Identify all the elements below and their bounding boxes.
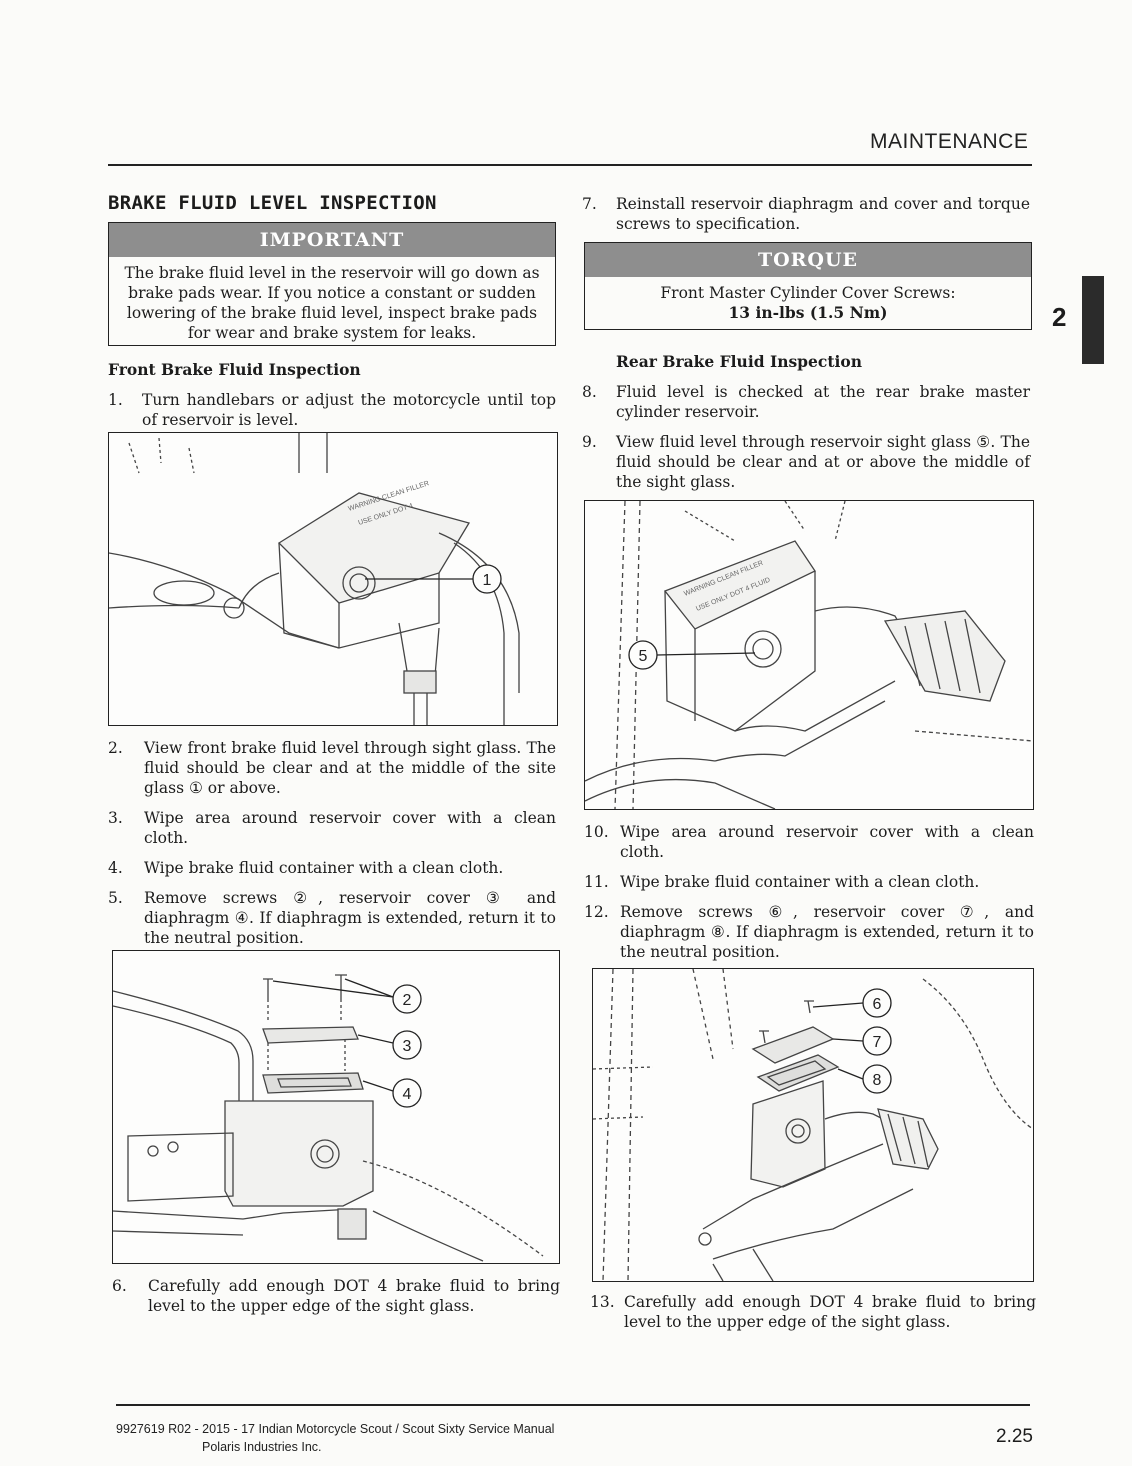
step-number: 6. <box>112 1277 127 1295</box>
step-number: 1. <box>108 391 123 409</box>
section-header: MAINTENANCE <box>870 130 1029 153</box>
step-number: 13. <box>590 1293 615 1311</box>
footer-publisher: Polaris Industries Inc. <box>202 1440 322 1454</box>
torque-label: TORQUE <box>757 249 859 271</box>
step-number: 11. <box>584 873 609 891</box>
section-title: BRAKE FLUID LEVEL INSPECTION <box>108 192 437 214</box>
right-steps-d: 13. Carefully add enough DOT 4 brake flu… <box>590 1292 1036 1332</box>
callout-1: 1 <box>483 572 492 589</box>
step-number: 3. <box>108 809 123 827</box>
torque-body: Front Master Cylinder Cover Screws: 13 i… <box>585 277 1031 329</box>
step-number: 10. <box>584 823 609 841</box>
step-text: View front brake fluid level through sig… <box>144 739 556 797</box>
step-text: Remove screws ②, reservoir cover ③ and d… <box>144 889 556 947</box>
step-number: 7. <box>582 195 597 213</box>
torque-spec-value: 13 in-lbs (1.5 Nm) <box>728 303 888 322</box>
left-steps-b: 2. View front brake fluid level through … <box>108 738 556 948</box>
right-steps-a: 7. Reinstall reservoir diaphragm and cov… <box>582 194 1030 234</box>
step-5: 5. Remove screws ②, reservoir cover ③ an… <box>108 888 556 948</box>
step-text: Wipe brake fluid container with a clean … <box>620 873 980 891</box>
step-11: 11. Wipe brake fluid container with a cl… <box>584 872 1034 892</box>
callout-4: 4 <box>403 1086 412 1103</box>
callout-5: 5 <box>639 648 648 665</box>
callout-2: 2 <box>403 992 412 1009</box>
chapter-tab-number: 2 <box>1052 302 1067 332</box>
important-banner: IMPORTANT <box>109 223 555 257</box>
left-steps-a: 1. Turn handlebars or adjust the motorcy… <box>108 390 556 430</box>
step-text: Wipe area around reservoir cover with a … <box>144 809 556 847</box>
callout-7: 7 <box>873 1034 882 1051</box>
step-number: 5. <box>108 889 123 907</box>
step-number: 4. <box>108 859 123 877</box>
step-12: 12. Remove screws ⑥, reservoir cover ⑦, … <box>584 902 1034 962</box>
right-steps-b: 8. Fluid level is checked at the rear br… <box>582 382 1030 492</box>
step-9: 9. View fluid level through reservoir si… <box>582 432 1030 492</box>
step-text: Carefully add enough DOT 4 brake fluid t… <box>624 1293 1036 1331</box>
step-3: 3. Wipe area around reservoir cover with… <box>108 808 556 848</box>
step-13: 13. Carefully add enough DOT 4 brake flu… <box>590 1292 1036 1332</box>
step-text: Wipe brake fluid container with a clean … <box>144 859 504 877</box>
step-number: 12. <box>584 903 609 921</box>
important-text: The brake fluid level in the reservoir w… <box>124 264 540 342</box>
header-rule <box>108 164 1032 166</box>
step-7: 7. Reinstall reservoir diaphragm and cov… <box>582 194 1030 234</box>
figure-front-sight-glass: WARNING CLEAN FILLER USE ONLY DOT 4 1 <box>108 432 558 726</box>
chapter-tab <box>1082 276 1104 364</box>
step-number: 2. <box>108 739 123 757</box>
callout-6: 6 <box>873 996 882 1013</box>
figure-rear-cover-exploded: 6 7 8 <box>592 968 1034 1282</box>
step-6: 6. Carefully add enough DOT 4 brake flui… <box>112 1276 560 1316</box>
left-steps-c: 6. Carefully add enough DOT 4 brake flui… <box>112 1276 560 1316</box>
rear-subhead: Rear Brake Fluid Inspection <box>616 352 862 371</box>
callout-8: 8 <box>873 1072 882 1089</box>
torque-notice: TORQUE Front Master Cylinder Cover Screw… <box>584 242 1032 330</box>
step-text: Wipe area around reservoir cover with a … <box>620 823 1034 861</box>
step-text: View fluid level through reservoir sight… <box>616 433 1030 491</box>
step-text: Reinstall reservoir diaphragm and cover … <box>616 195 1030 233</box>
figure-rear-sight-glass: WARNING CLEAN FILLER USE ONLY DOT 4 FLUI… <box>584 500 1034 810</box>
step-number: 9. <box>582 433 597 451</box>
step-8: 8. Fluid level is checked at the rear br… <box>582 382 1030 422</box>
important-label: IMPORTANT <box>259 229 405 251</box>
torque-spec-name: Front Master Cylinder Cover Screws: <box>660 284 956 302</box>
step-2: 2. View front brake fluid level through … <box>108 738 556 798</box>
step-1: 1. Turn handlebars or adjust the motorcy… <box>108 390 556 430</box>
page-number: 2.25 <box>996 1426 1033 1447</box>
front-subhead: Front Brake Fluid Inspection <box>108 360 361 379</box>
step-text: Carefully add enough DOT 4 brake fluid t… <box>148 1277 560 1315</box>
step-10: 10. Wipe area around reservoir cover wit… <box>584 822 1034 862</box>
right-steps-c: 10. Wipe area around reservoir cover wit… <box>584 822 1034 962</box>
figure-front-cover-exploded: 2 3 4 <box>112 950 560 1264</box>
step-text: Turn handlebars or adjust the motorcycle… <box>142 391 556 429</box>
step-4: 4. Wipe brake fluid container with a cle… <box>108 858 556 878</box>
important-notice: IMPORTANT The brake fluid level in the r… <box>108 222 556 346</box>
footer-rule <box>116 1404 1030 1406</box>
torque-banner: TORQUE <box>585 243 1031 277</box>
step-text: Fluid level is checked at the rear brake… <box>616 383 1030 421</box>
step-text: Remove screws ⑥, reservoir cover ⑦, and … <box>620 903 1034 961</box>
callout-3: 3 <box>403 1038 412 1055</box>
footer-manual-title: 9927619 R02 - 2015 - 17 Indian Motorcycl… <box>116 1422 555 1436</box>
step-number: 8. <box>582 383 597 401</box>
